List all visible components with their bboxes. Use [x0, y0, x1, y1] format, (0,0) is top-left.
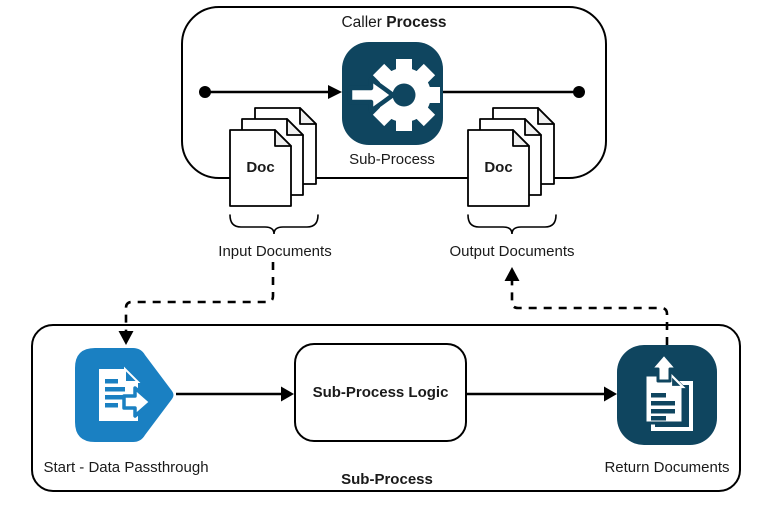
document-arrow-glyph [99, 366, 153, 421]
logic-node-label: Sub-Process Logic [312, 384, 449, 401]
start-node-icon [75, 348, 174, 442]
input-doc-label: Doc [246, 159, 275, 176]
subprocess-node-label: Sub-Process [349, 151, 435, 168]
input-documents-brace [229, 214, 319, 235]
input-documents-dashed-connector [124, 262, 275, 331]
output-doc-page-front [467, 129, 530, 207]
subprocess-gear-icon [342, 42, 443, 145]
sub-process-container-title: Sub-Process [341, 471, 433, 488]
input-doc-page-front [229, 129, 292, 207]
output-document-stack [467, 107, 555, 207]
output-documents-caption: Output Documents [449, 243, 575, 260]
input-document-stack [229, 107, 317, 207]
input-documents-caption: Input Documents [218, 243, 332, 260]
logic-node: Sub-Process Logic [294, 343, 467, 442]
gear-glyph [368, 59, 440, 131]
sub-process-container [31, 324, 741, 492]
return-node-icon [617, 345, 717, 445]
start-node-label: Start - Data Passthrough [43, 459, 209, 476]
output-doc-label: Doc [484, 159, 513, 176]
output-documents-brace [467, 214, 557, 235]
caller-title-bold: Process [386, 14, 447, 31]
gear-input-arrow-glyph [347, 76, 396, 114]
return-node-label: Return Documents [604, 459, 730, 476]
caller-process-container [181, 6, 607, 179]
document-upload-glyph [643, 352, 693, 431]
caller-title-prefix: Caller [341, 14, 387, 31]
caller-process-title: Caller Process [181, 14, 607, 31]
output-dashed-arrowhead [504, 267, 520, 281]
